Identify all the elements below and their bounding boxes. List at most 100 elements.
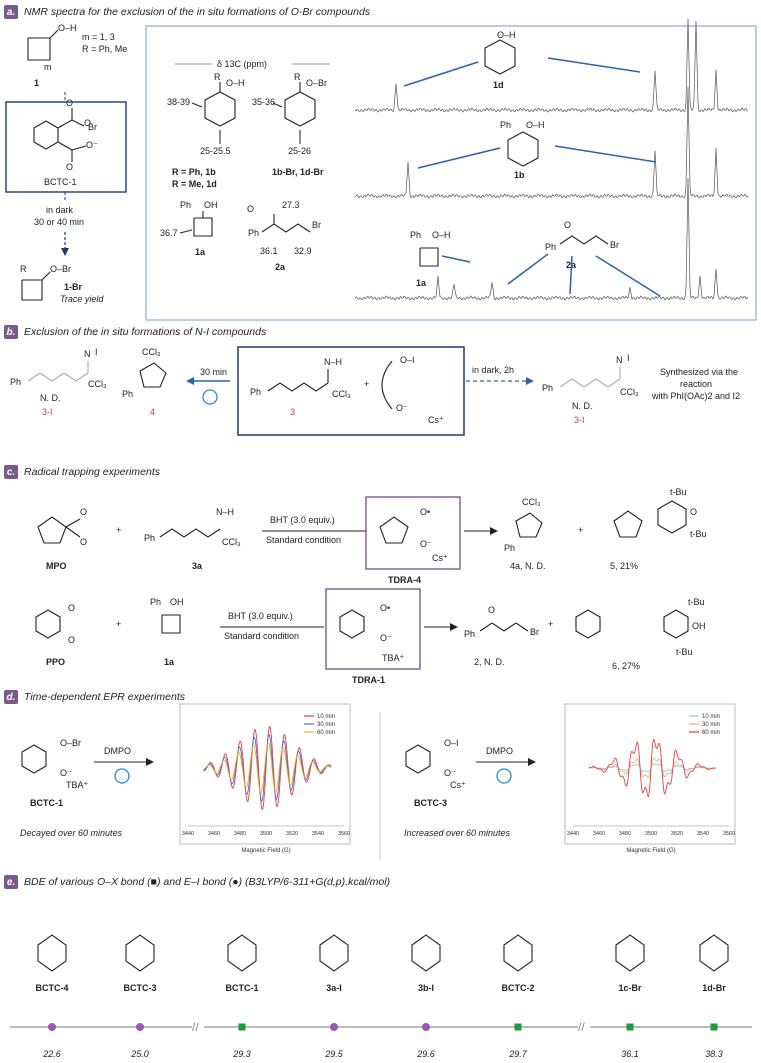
panel-e: e. BDE of various O–X bond (■) and E–I b… xyxy=(0,875,761,1063)
row2-reagent: PPO xyxy=(46,657,65,667)
axis-break: // xyxy=(192,1020,199,1034)
row1-substrate: 3a xyxy=(192,561,203,571)
svg-text:Ph: Ph xyxy=(150,597,161,607)
epr-series-60-min xyxy=(203,742,332,794)
reaction-line2: 30 or 40 min xyxy=(34,217,84,227)
epr-tick-label: 3520 xyxy=(286,831,298,837)
svg-text:N–H: N–H xyxy=(324,357,342,367)
right-note: Increased over 60 minutes xyxy=(404,828,511,838)
svg-text:Ph: Ph xyxy=(10,377,21,387)
shift-k1: 27.3 xyxy=(282,200,300,210)
svg-text:t-Bu: t-Bu xyxy=(670,487,687,497)
product-1br-structure: O–Br R xyxy=(20,264,71,301)
label-1a: 1a xyxy=(195,247,206,257)
nmr-arrows xyxy=(403,57,661,297)
svg-text:O: O xyxy=(488,605,495,615)
shift-left-bottom: 25-25.5 xyxy=(200,146,231,156)
epr-tick-label: 3480 xyxy=(619,831,631,837)
panel-d-letter: d. xyxy=(4,690,18,704)
label-1b: R = Ph, 1b xyxy=(172,167,216,177)
substrate-m: m xyxy=(44,62,52,72)
bde-value: 25.0 xyxy=(130,1049,149,1059)
svg-text:Ph: Ph xyxy=(504,543,515,553)
spectrum-label-1a: 1a xyxy=(416,278,427,288)
svg-text:CCl₃: CCl₃ xyxy=(222,537,241,547)
row1-cond-top: BHT (3.0 equiv.) xyxy=(270,515,335,525)
epr-tick-label: 3560 xyxy=(723,831,735,837)
shift-k2: 36.1 xyxy=(260,246,278,256)
svg-text:O: O xyxy=(80,507,87,517)
svg-text:N–H: N–H xyxy=(216,507,234,517)
epr-x-label: Magnetic Field (G) xyxy=(626,848,675,854)
svg-text:Ph: Ph xyxy=(500,120,511,130)
epr-legend-label: 30 min xyxy=(702,722,720,728)
epr-tick-label: 3440 xyxy=(182,831,194,837)
shift-k3: 32.9 xyxy=(294,246,312,256)
bde-marker xyxy=(238,1023,246,1031)
nmr-trace-2 xyxy=(354,87,749,199)
left-nd: N. D. xyxy=(40,393,61,403)
row2-radical-box xyxy=(325,588,421,670)
svg-text:CCl₃: CCl₃ xyxy=(88,379,107,389)
svg-text:OH: OH xyxy=(692,621,706,631)
svg-text:O: O xyxy=(80,537,87,547)
bde-structure xyxy=(503,934,533,972)
bde-value: 29.6 xyxy=(416,1049,435,1059)
svg-text:CCl₃: CCl₃ xyxy=(142,347,161,357)
reagent-label: BCTC-1 xyxy=(44,177,77,187)
label-1d: R = Me, 1d xyxy=(172,179,217,189)
row1-reagent: MPO xyxy=(46,561,67,571)
svg-text:CCl₃: CCl₃ xyxy=(620,387,639,397)
panel-c-scheme: O O MPO + Ph N–H CCl₃ 3a BHT (3.0 equiv.… xyxy=(35,487,707,685)
svg-text:O⁻: O⁻ xyxy=(444,768,456,778)
svg-text:O: O xyxy=(68,603,75,613)
svg-text:O–Br: O–Br xyxy=(306,78,327,88)
epr-tick-label: 3540 xyxy=(312,831,324,837)
panel-a-letter: a. xyxy=(4,5,18,19)
bde-value: 22.6 xyxy=(42,1049,61,1059)
product-label: 1-Br xyxy=(64,282,83,292)
row1-p2: 5, 21% xyxy=(610,561,638,571)
left-light-icon xyxy=(114,768,130,784)
svg-text:Cs⁺: Cs⁺ xyxy=(432,553,448,563)
panel-a-scheme: O–H m 1 m = 1, 3 R = Ph, Me Br O O O O⁻ … xyxy=(5,18,757,321)
svg-text:O: O xyxy=(84,118,91,128)
bde-marker xyxy=(710,1023,718,1031)
svg-text:+: + xyxy=(578,525,583,535)
svg-text:Br: Br xyxy=(530,627,539,637)
bctc-1-structure: Br O O O O⁻ xyxy=(33,98,98,172)
shift-right-bottom: 25-26 xyxy=(288,146,311,156)
bde-structure xyxy=(615,934,645,972)
bde-marker xyxy=(330,1023,338,1031)
bde-marker xyxy=(48,1023,56,1031)
svg-text:OH: OH xyxy=(170,597,184,607)
epr-tick-label: 3540 xyxy=(697,831,709,837)
row1-cond-bot: Standard condition xyxy=(266,535,341,545)
svg-text:O: O xyxy=(690,507,697,517)
row2-p1: 2, N. D. xyxy=(474,657,505,667)
svg-text:O: O xyxy=(564,220,571,230)
reaction-line1: in dark xyxy=(46,205,74,215)
epr-x-label: Magnetic Field (G) xyxy=(241,848,290,854)
panel-c-title: Radical trapping experiments xyxy=(24,466,160,478)
svg-text:t-Bu: t-Bu xyxy=(690,529,707,539)
row2-radical: TDRA-1 xyxy=(352,675,385,685)
nmr-trace-3 xyxy=(354,178,749,301)
panel-d-title: Time-dependent EPR experiments xyxy=(24,691,185,703)
svg-text:O–H: O–H xyxy=(226,78,245,88)
panel-e-letter: e. xyxy=(4,875,18,889)
row1-p1: 4a, N. D. xyxy=(510,561,546,571)
panel-b: b. Exclusion of the in situ formations o… xyxy=(0,325,761,465)
axis-break: // xyxy=(578,1020,585,1034)
reaction-box xyxy=(237,346,465,436)
panel-b-header: b. Exclusion of the in situ formations o… xyxy=(4,325,266,339)
epr-series-60-min xyxy=(588,738,717,798)
svg-text:O⁻: O⁻ xyxy=(86,140,98,150)
bde-compound-label: 3a-I xyxy=(326,983,342,993)
svg-text:TBA⁺: TBA⁺ xyxy=(66,780,89,790)
right-compound: BCTC-3 xyxy=(414,798,447,808)
label-2a: 2a xyxy=(275,262,286,272)
svg-text:Ph: Ph xyxy=(545,242,556,252)
